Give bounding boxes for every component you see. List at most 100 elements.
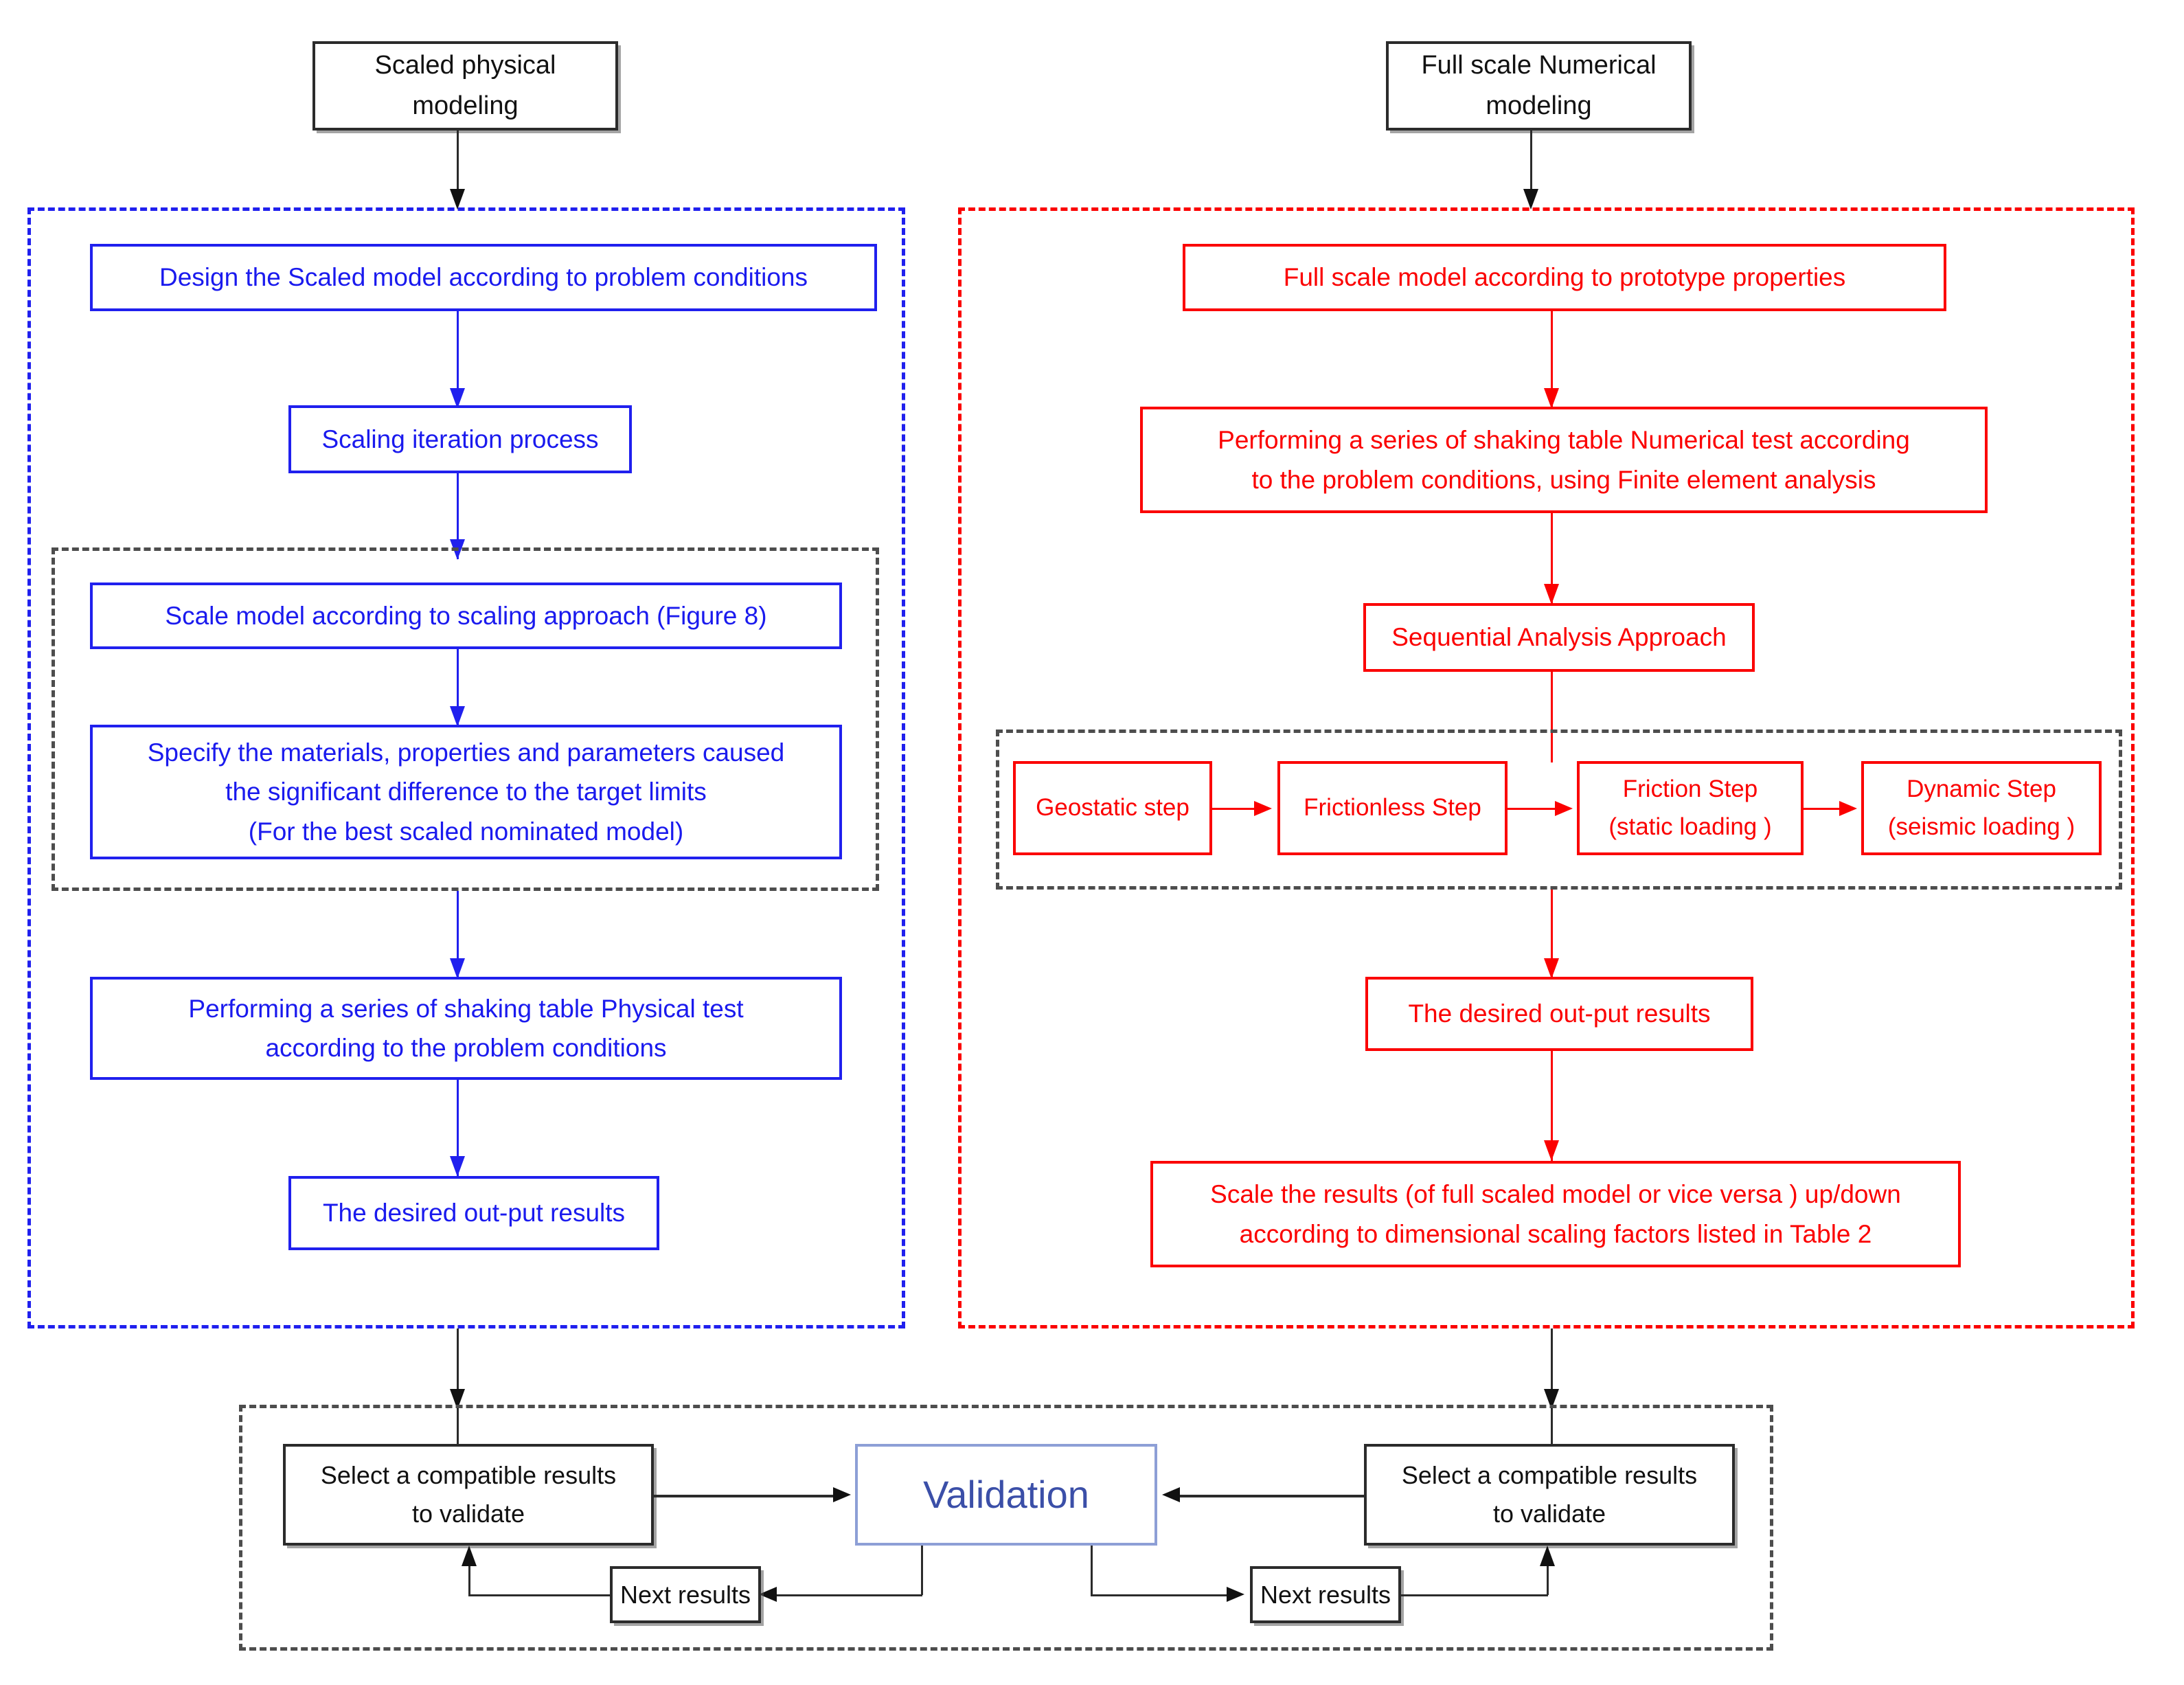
validation-box: Validation [855,1444,1157,1546]
analysis-step-geostatic-label: Geostatic step [1036,794,1190,822]
analysis-step-frictionless: Frictionless Step [1277,761,1508,855]
output-numerical-label: The desired out-put results [1408,999,1711,1028]
arrowhead-numerical-to-validation [1544,1389,1559,1410]
sequential-analysis-label: Sequential Analysis Approach [1391,623,1727,652]
box-performing-numerical-test: Performing a series of shaking table Num… [1140,407,1988,513]
arrowhead-scalemodel-to-specify [450,706,465,727]
arrowhead-friction-to-dynamic [1839,801,1857,816]
box-sequential-analysis: Sequential Analysis Approach [1363,603,1755,672]
connector-design-to-iteration [457,311,459,407]
connector-iteration-to-scalemodel [457,473,459,559]
box-design-scaled-model: Design the Scaled model according to pro… [90,244,877,311]
arrowhead-physical-to-validation [450,1389,465,1410]
analysis-step-geostatic: Geostatic step [1013,761,1212,855]
performing-physical-line2: according to the problem conditions [265,1034,667,1062]
scaling-iteration-label: Scaling iteration process [321,425,599,453]
connector-left-next-up [468,1554,470,1595]
arrowhead-left-select-to-validation [833,1487,851,1502]
box-output-physical: The desired out-put results [288,1176,659,1250]
select-results-right-line1: Select a compatible results [1401,1461,1698,1490]
physical-branch-group [27,207,905,1328]
box-scaling-iteration: Scaling iteration process [288,405,632,473]
connector-physical-start [457,131,459,206]
connector-performing-to-output-physical [457,1080,459,1176]
select-results-left-line2: to validate [411,1500,525,1528]
scale-results-line2: according to dimensional scaling factors… [1239,1219,1872,1248]
start-box-numerical: Full scale Numerical modeling [1386,41,1692,131]
connector-validation-down-right [1091,1546,1093,1595]
next-results-left: Next results [610,1566,761,1623]
start-numerical-line2: modeling [1486,91,1592,120]
box-full-scale-model: Full scale model according to prototype … [1183,244,1946,311]
analysis-step-frictionless-label: Frictionless Step [1304,794,1481,822]
numerical-branch-group [958,207,2135,1328]
next-results-right: Next results [1250,1566,1401,1623]
specify-materials-line2: the significant difference to the target… [225,778,707,806]
connector-geostatic-to-frictionless [1212,808,1260,810]
arrowhead-geostatic-to-frictionless [1254,801,1272,816]
select-results-left-line1: Select a compatible results [320,1461,617,1490]
scaled-model-subgroup [52,547,879,891]
connector-validation-down-left [921,1546,923,1595]
arrowhead-right-next-to-select [1540,1546,1555,1566]
arrowhead-steps-to-output-numerical [1544,958,1559,979]
start-numerical-line1: Full scale Numerical [1421,51,1657,80]
analysis-step-friction-line2: (static loading ) [1608,813,1772,840]
select-results-left: Select a compatible results to validate [283,1444,654,1546]
connector-specify-to-performing [457,891,459,977]
validation-group [239,1405,1773,1651]
connector-physical-to-validation [457,1328,459,1445]
performing-physical-line1: Performing a series of shaking table Phy… [188,994,744,1023]
connector-steps-to-output-numerical [1551,890,1553,979]
validation-label: Validation [923,1472,1089,1516]
connector-friction-to-dynamic [1804,808,1845,810]
performing-numerical-line2: to the problem conditions, using Finite … [1251,465,1876,494]
arrowhead-specify-to-performing [450,958,465,979]
box-scale-model-approach: Scale model according to scaling approac… [90,583,842,649]
connector-numerical-to-validation [1551,1328,1553,1445]
start-box-physical: Scaled physical modeling [312,41,618,131]
connector-left-next-to-select [468,1594,611,1596]
arrowhead-performing-to-sequential [1544,584,1559,604]
connector-fullscale-to-performing [1551,311,1553,407]
arrowhead-physical-start [450,189,465,210]
next-results-right-label: Next results [1260,1580,1391,1609]
box-performing-physical-test: Performing a series of shaking table Phy… [90,977,842,1080]
connector-right-select-to-validation [1180,1495,1364,1497]
design-scaled-model-label: Design the Scaled model according to pro… [159,263,808,292]
analysis-step-dynamic-line1: Dynamic Step [1907,776,2056,803]
connector-validation-to-right-next [1091,1594,1231,1596]
connector-right-next-up [1547,1554,1549,1595]
analysis-step-friction-line1: Friction Step [1622,776,1758,803]
full-scale-model-label: Full scale model according to prototype … [1283,263,1846,292]
connector-output-to-scale-results [1551,1051,1553,1161]
connector-numerical-start [1530,131,1532,206]
start-physical-line2: modeling [412,91,519,120]
box-scale-results: Scale the results (of full scaled model … [1150,1161,1961,1267]
scale-model-approach-label: Scale model according to scaling approac… [165,601,767,630]
analysis-step-dynamic: Dynamic Step (seismic loading ) [1861,761,2102,855]
arrowhead-left-next-to-select [462,1546,477,1566]
arrowhead-validation-to-right-next [1227,1587,1244,1602]
arrowhead-fullscale-to-performing [1544,388,1559,409]
connector-performing-to-sequential [1551,513,1553,605]
arrowhead-performing-to-output-physical [450,1156,465,1177]
arrowhead-frictionless-to-friction [1555,801,1573,816]
next-results-left-label: Next results [619,1580,751,1609]
connector-frictionless-to-friction [1508,808,1561,810]
arrowhead-numerical-start [1523,189,1538,210]
box-specify-materials: Specify the materials, properties and pa… [90,725,842,859]
connector-validation-to-left-next [775,1594,922,1596]
arrowhead-right-select-to-validation [1162,1487,1180,1502]
performing-numerical-line1: Performing a series of shaking table Num… [1218,426,1910,455]
start-physical-line1: Scaled physical [374,51,556,80]
arrowhead-output-to-scale-results [1544,1140,1559,1161]
arrowhead-validation-to-left-next [759,1587,777,1602]
arrowhead-design-to-iteration [450,388,465,409]
connector-right-next-to-select [1401,1594,1548,1596]
output-physical-label: The desired out-put results [322,1199,626,1228]
scale-results-line1: Scale the results (of full scaled model … [1210,1180,1901,1209]
analysis-steps-subgroup [996,730,2122,890]
select-results-right-line2: to validate [1492,1500,1606,1528]
